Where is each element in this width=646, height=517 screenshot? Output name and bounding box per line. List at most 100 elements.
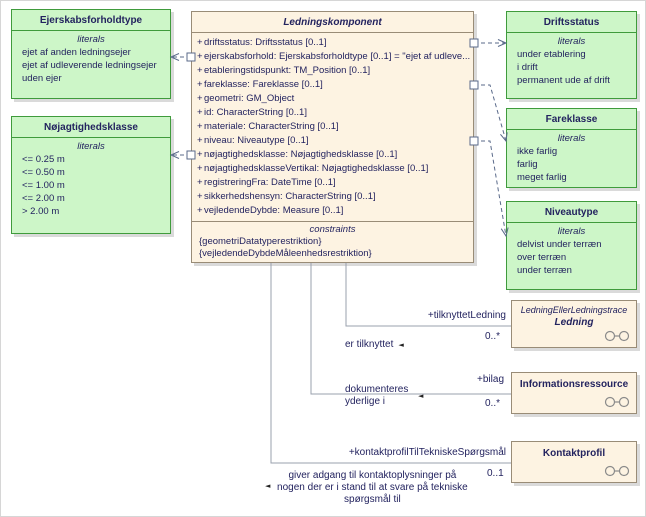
- attribute-row: +etableringstidspunkt: TM_Position [0..1…: [192, 64, 473, 78]
- constraints-label: constraints: [309, 224, 356, 235]
- attribute-text: nøjagtighedsklasse: Nøjagtighedsklasse […: [204, 149, 398, 160]
- package-reference: LedningEllerLedningstrace: [520, 305, 628, 315]
- attribute-row: +ejerskabsforhold: Ejerskabsforholdtype …: [192, 50, 473, 64]
- visibility-marker: +: [197, 149, 203, 160]
- enum-literal: <= 2.00 m: [22, 193, 65, 204]
- attribute-row: +nøjagtighedsklasseVertikal: Nøjagtighed…: [192, 162, 473, 176]
- visibility-marker: +: [197, 93, 203, 104]
- enum-literal: delvist under terræn: [517, 239, 602, 250]
- attribute-text: driftsstatus: Driftsstatus [0..1]: [204, 37, 327, 48]
- attribute-text: nøjagtighedsklasseVertikal: Nøjagtigheds…: [204, 163, 429, 174]
- association-name-label: er tilknyttet ◄: [345, 339, 404, 351]
- constraint-item: {vejledendeDybdeMåleenhedsrestriktion}: [199, 248, 372, 259]
- enum-literal: i drift: [517, 62, 538, 73]
- attribute-text: etableringstidspunkt: TM_Position [0..1]: [204, 65, 371, 76]
- literals-label: literals: [77, 34, 105, 45]
- attribute-text: id: CharacterString [0..1]: [204, 107, 307, 118]
- association-multiplicity: 0..1: [487, 468, 504, 479]
- attribute-row: +vejledendeDybde: Measure [0..1]: [192, 204, 473, 218]
- attribute-text: materiale: CharacterString [0..1]: [204, 121, 339, 132]
- literals-label: literals: [557, 36, 586, 47]
- enum-nojagtighedsklasse[interactable]: Nøjagtighedsklasse literals <= 0.25 m <=…: [11, 116, 171, 234]
- enum-niveautype[interactable]: Niveautype literals delvist under terræn…: [506, 201, 637, 290]
- literals-label: literals: [557, 133, 586, 144]
- visibility-marker: +: [197, 65, 203, 76]
- enum-literal: uden ejer: [22, 73, 62, 84]
- attribute-row: +geometri: GM_Object: [192, 92, 473, 106]
- enum-literal: > 2.00 m: [22, 206, 60, 217]
- association-name: giver adgang til kontaktoplysninger på n…: [277, 470, 468, 505]
- attribute-text: niveau: Niveautype [0..1]: [204, 135, 309, 146]
- association-role-label: +kontaktprofilTilTekniskeSpørgsmål: [348, 447, 506, 458]
- association-role-label: +tilknyttetLedning: [427, 310, 506, 321]
- enum-literal: <= 0.25 m: [22, 154, 65, 165]
- visibility-marker: +: [197, 191, 203, 202]
- enum-ejerskabsforholdtype[interactable]: Ejerskabsforholdtype literals ejet af an…: [11, 9, 171, 99]
- attribute-text: registreringFra: DateTime [0..1]: [204, 177, 336, 188]
- dependency-fareklasse[interactable]: [474, 84, 508, 143]
- class-title: Ledning: [554, 317, 594, 328]
- direction-arrow: ◄: [398, 341, 404, 349]
- enum-fareklasse[interactable]: Fareklasse literals ikke farlig farlig m…: [506, 108, 637, 188]
- visibility-marker: +: [197, 51, 203, 62]
- attribute-row: +nøjagtighedsklasse: Nøjagtighedsklasse …: [192, 148, 473, 162]
- attribute-row: +materiale: CharacterString [0..1]: [192, 120, 473, 134]
- linked-circles-icon: [604, 465, 630, 477]
- association-kontaktprofil[interactable]: [270, 263, 511, 464]
- association-role-label: +bilag: [477, 374, 504, 385]
- class-title: Kontaktprofil: [542, 448, 606, 459]
- attribute-row: +id: CharacterString [0..1]: [192, 106, 473, 120]
- class-title: Ledningskomponent: [192, 12, 473, 33]
- attribute-text: vejledendeDybde: Measure [0..1]: [204, 205, 344, 216]
- literals-label: literals: [77, 141, 105, 152]
- linked-circles-icon: [604, 330, 630, 342]
- linked-circles-icon: [604, 396, 630, 408]
- association-name: er tilknyttet: [345, 339, 394, 350]
- class-ledning[interactable]: LedningEllerLedningstrace Ledning: [511, 300, 637, 348]
- attributes-compartment: +driftsstatus: Driftsstatus [0..1] +ejer…: [192, 33, 473, 221]
- enum-title: Niveautype: [507, 202, 636, 223]
- class-informationsressource[interactable]: Informationsressource: [511, 372, 637, 414]
- attribute-text: geometri: GM_Object: [204, 93, 295, 104]
- enum-literal: over terræn: [517, 252, 567, 263]
- enum-title: Driftsstatus: [507, 12, 636, 33]
- class-title: Informationsressource: [519, 379, 629, 390]
- enum-title: Nøjagtighedsklasse: [12, 117, 170, 138]
- attribute-text: sikkerhedshensyn: CharacterString [0..1]: [204, 191, 376, 202]
- direction-arrow: ◄: [418, 392, 424, 400]
- class-ledningskomponent[interactable]: Ledningskomponent +driftsstatus: Driftss…: [191, 11, 474, 263]
- attribute-text: ejerskabsforhold: Ejerskabsforholdtype […: [204, 51, 471, 62]
- attribute-text: fareklasse: Fareklasse [0..1]: [204, 79, 323, 90]
- class-kontaktprofil[interactable]: Kontaktprofil: [511, 441, 637, 483]
- enum-literal: ejet af anden ledningsejer: [22, 47, 131, 58]
- visibility-marker: +: [197, 135, 203, 146]
- attribute-row: +fareklasse: Fareklasse [0..1]: [192, 78, 473, 92]
- association-multiplicity: 0..*: [485, 398, 501, 409]
- constraint-item: {geometriDatatyperestriktion}: [199, 236, 322, 247]
- enum-literal: under terræn: [517, 265, 572, 276]
- dependency-niveautype[interactable]: [474, 140, 509, 238]
- visibility-marker: +: [197, 37, 203, 48]
- visibility-marker: +: [197, 107, 203, 118]
- visibility-marker: +: [197, 121, 203, 132]
- attribute-row: +driftsstatus: Driftsstatus [0..1]: [192, 36, 473, 50]
- literals-label: literals: [557, 226, 586, 237]
- association-name-label: dokumenteres yderlige i ◄: [345, 384, 423, 408]
- enum-literal: meget farlig: [517, 172, 567, 183]
- constraints-compartment: constraints {geometriDatatyperestriktion…: [192, 221, 473, 260]
- association-name-label: ◄ giver adgang til kontaktoplysninger på…: [265, 470, 470, 506]
- visibility-marker: +: [197, 205, 203, 216]
- enum-literal: farlig: [517, 159, 538, 170]
- enum-literal: permanent ude af drift: [517, 75, 610, 86]
- enum-driftsstatus[interactable]: Driftsstatus literals under etablering i…: [506, 11, 637, 99]
- enum-literal: ikke farlig: [517, 146, 558, 157]
- association-multiplicity: 0..*: [485, 331, 501, 342]
- attribute-row: +registreringFra: DateTime [0..1]: [192, 176, 473, 190]
- visibility-marker: +: [197, 79, 203, 90]
- enum-title: Fareklasse: [507, 109, 636, 130]
- visibility-marker: +: [197, 177, 203, 188]
- enum-title: Ejerskabsforholdtype: [12, 10, 170, 31]
- attribute-row: +niveau: Niveautype [0..1]: [192, 134, 473, 148]
- enum-literal: <= 1.00 m: [22, 180, 65, 191]
